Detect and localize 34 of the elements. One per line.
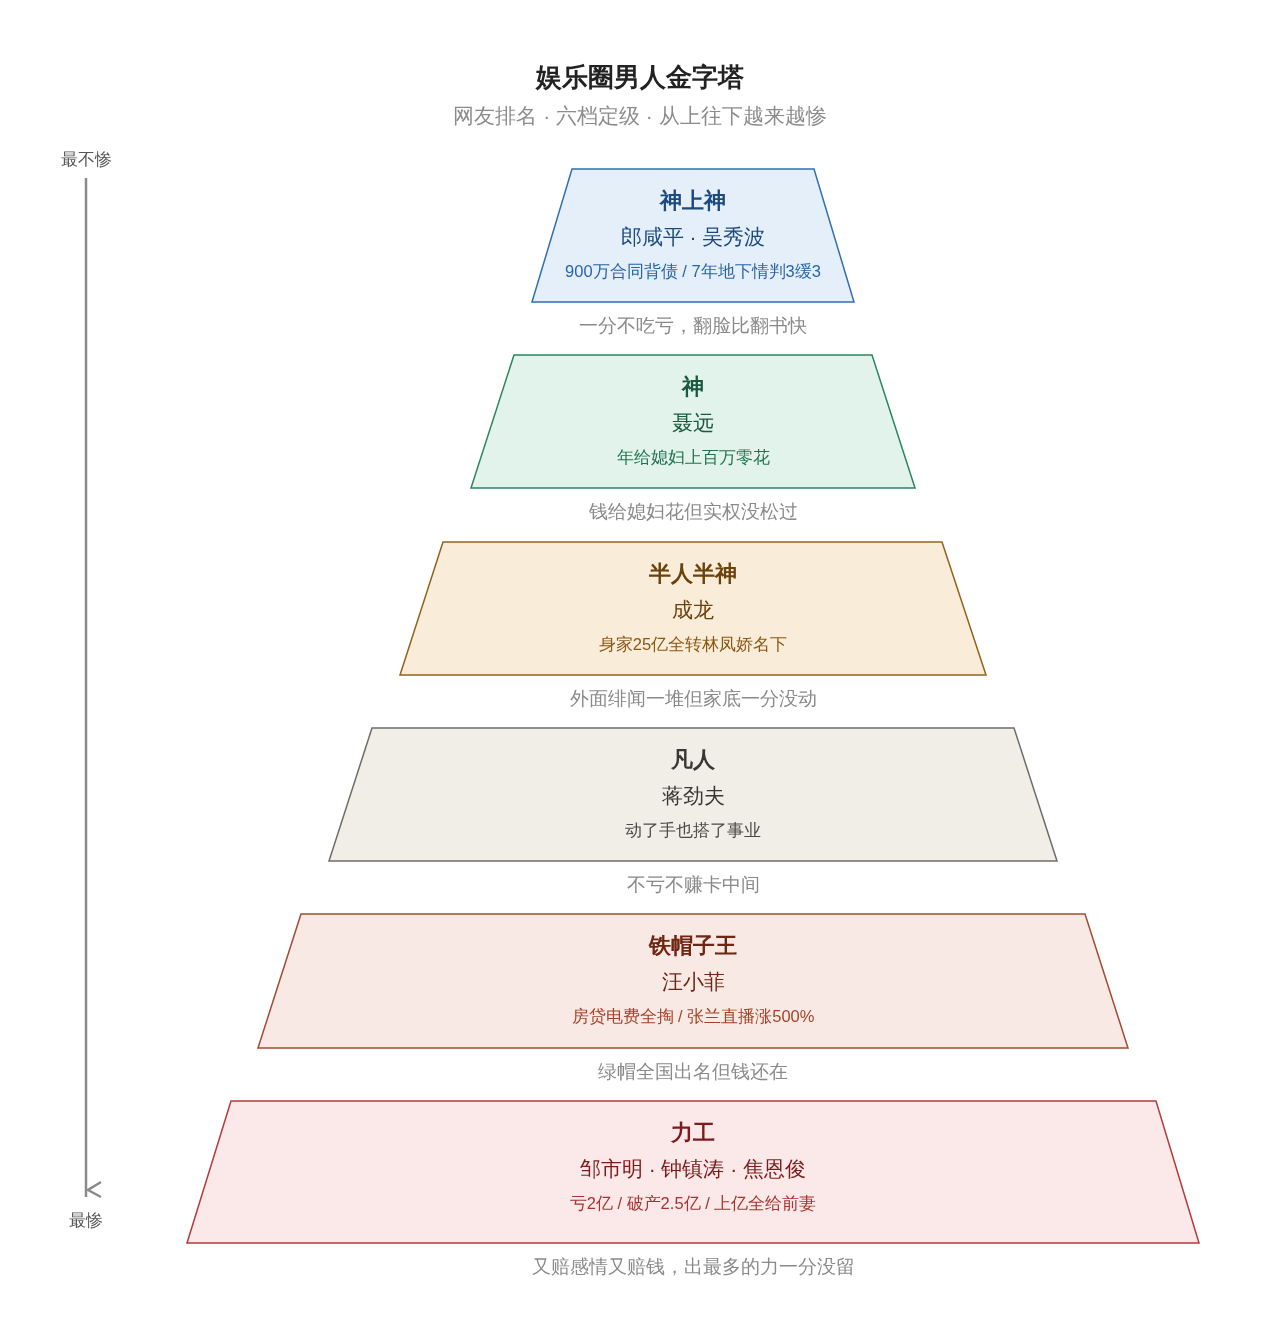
pyramid-tier bbox=[329, 728, 1057, 861]
pyramid-tier bbox=[258, 914, 1128, 1048]
pyramid-tier bbox=[471, 355, 915, 488]
pyramid-tier bbox=[400, 542, 986, 675]
detail-text: 身家25亿全转林凤娇名下 bbox=[598, 635, 788, 655]
detail-text: 房贷电费全掏 / 张兰直播涨500% bbox=[571, 1007, 815, 1027]
axis-label: 最不惨 bbox=[60, 149, 112, 171]
detail-text: 动了手也搭了事业 bbox=[625, 821, 761, 841]
tier-title: 凡人 bbox=[671, 746, 715, 774]
tier-caption: 一分不吃亏，翻脸比翻书快 bbox=[579, 314, 807, 338]
tier-caption: 不亏不赚卡中间 bbox=[626, 873, 760, 897]
tier-title: 神 bbox=[682, 373, 704, 401]
tier-caption: 又赔感情又赔钱，出最多的力一分没留 bbox=[531, 1255, 855, 1279]
tier-caption: 外面绯闻一堆但家底一分没动 bbox=[569, 687, 817, 711]
tier-caption: 钱给媳妇花但实权没松过 bbox=[588, 500, 798, 524]
person-names: 汪小菲 bbox=[661, 969, 725, 995]
person-names: 邹市明 · 钟镇涛 · 焦恩俊 bbox=[579, 1156, 807, 1182]
tier-caption: 绿帽全国出名但钱还在 bbox=[598, 1060, 788, 1084]
person-names: 成龙 bbox=[672, 597, 714, 623]
person-names: 蒋劲夫 bbox=[661, 783, 725, 809]
diagram-title: 娱乐圈男人金字塔 bbox=[536, 62, 744, 94]
tier-title: 铁帽子王 bbox=[649, 932, 737, 960]
pyramid-tier bbox=[532, 169, 854, 302]
detail-text: 年给媳妇上百万零花 bbox=[616, 448, 770, 468]
detail-text: 900万合同背债 / 7年地下情判3缓3 bbox=[565, 262, 821, 282]
person-names: 郎咸平 · 吴秀波 bbox=[620, 224, 766, 250]
axis-label: 最惨 bbox=[69, 1210, 103, 1232]
subtitle: 网友排名 · 六档定级 · 从上往下越来越惨 bbox=[453, 103, 827, 129]
tier-title: 半人半神 bbox=[649, 560, 737, 588]
tier-title: 神上神 bbox=[660, 187, 726, 215]
tier-title: 力工 bbox=[671, 1119, 715, 1147]
detail-text: 亏2亿 / 破产2.5亿 / 上亿全给前妻 bbox=[569, 1194, 817, 1214]
pyramid-tier bbox=[187, 1101, 1199, 1243]
person-names: 聂远 bbox=[672, 410, 714, 436]
